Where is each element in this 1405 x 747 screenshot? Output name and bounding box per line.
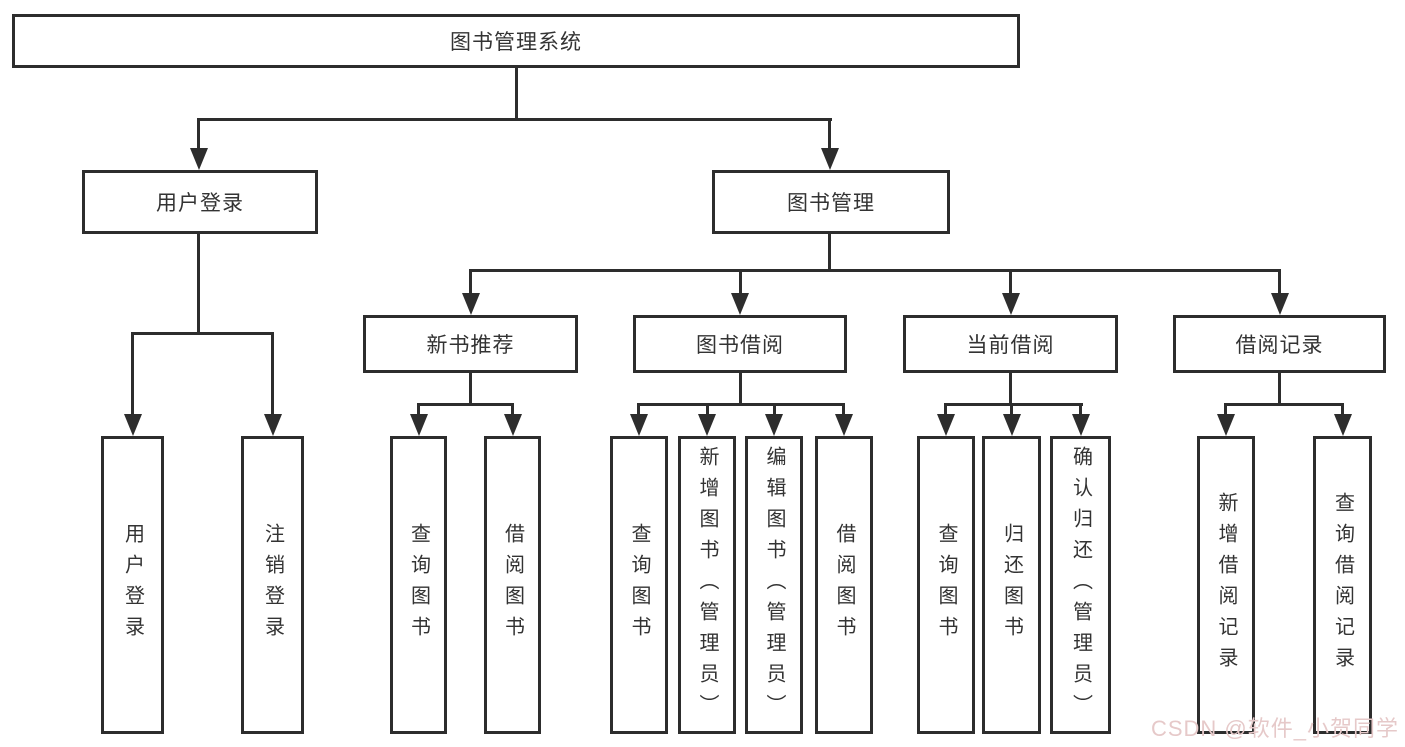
leaf-add-books-admin: 新增图书（管理员） — [678, 436, 736, 734]
leaf-logout: 注销登录 — [241, 436, 304, 734]
node-label: 新书推荐 — [426, 334, 515, 357]
node-label: 查询图书 — [628, 523, 650, 647]
connector-line — [197, 118, 832, 121]
node-label: 用户登录 — [156, 192, 244, 215]
node-label: 归还图书 — [1000, 523, 1023, 647]
connector-line — [469, 269, 1281, 272]
connector-line — [197, 121, 200, 151]
arrowhead-icon — [504, 414, 522, 436]
connector-line — [469, 272, 472, 295]
leaf-return-books: 归还图书 — [982, 436, 1041, 734]
connector-line — [1010, 406, 1013, 416]
arrowhead-icon — [731, 293, 749, 315]
node-label: 借阅图书 — [833, 523, 855, 647]
leaf-edit-books-admin: 编辑图书（管理员） — [745, 436, 803, 734]
node-label: 查询图书 — [407, 523, 430, 647]
leaf-query-books-recommend: 查询图书 — [390, 436, 447, 734]
connector-line — [469, 373, 472, 406]
node-label: 图书借阅 — [696, 334, 784, 357]
connector-line — [828, 121, 831, 151]
node-label: 图书管理 — [787, 192, 875, 215]
node-label: 查询借阅记录 — [1331, 492, 1354, 678]
leaf-query-books-current: 查询图书 — [917, 436, 975, 734]
arrowhead-icon — [1002, 293, 1020, 315]
connector-line — [739, 373, 742, 406]
arrowhead-icon — [1271, 293, 1289, 315]
connector-line — [271, 335, 274, 416]
connector-line — [828, 234, 831, 272]
connector-line — [1009, 373, 1012, 406]
connector-line — [417, 406, 420, 416]
connector-line — [197, 234, 200, 334]
arrowhead-icon — [410, 414, 428, 436]
connector-line — [773, 406, 776, 416]
connector-line — [511, 406, 514, 416]
arrowhead-icon — [1072, 414, 1090, 436]
leaf-borrow-books: 借阅图书 — [815, 436, 873, 734]
connector-line — [706, 406, 709, 416]
arrowhead-icon — [190, 148, 208, 170]
connector-line — [1224, 403, 1344, 406]
node-label: 新增图书（管理员） — [696, 445, 718, 725]
connector-line — [637, 406, 640, 416]
node-label: 图书管理系统 — [450, 31, 582, 54]
node-label: 注销登录 — [261, 523, 284, 647]
connector-line — [1278, 272, 1281, 295]
leaf-add-borrow-record: 新增借阅记录 — [1197, 436, 1255, 734]
node-current-borrowing: 当前借阅 — [903, 315, 1118, 373]
connector-line — [1278, 373, 1281, 406]
connector-line — [637, 403, 845, 406]
connector-line — [131, 335, 134, 416]
node-library-management-system: 图书管理系统 — [12, 14, 1020, 68]
connector-line — [1009, 272, 1012, 295]
node-borrowing-records: 借阅记录 — [1173, 315, 1386, 373]
leaf-confirm-return-admin: 确认归还（管理员） — [1050, 436, 1111, 734]
node-label: 用户登录 — [121, 523, 144, 647]
leaf-query-books-borrowing: 查询图书 — [610, 436, 668, 734]
arrowhead-icon — [835, 414, 853, 436]
connector-line — [1224, 406, 1227, 416]
leaf-user-login: 用户登录 — [101, 436, 164, 734]
arrowhead-icon — [462, 293, 480, 315]
arrowhead-icon — [765, 414, 783, 436]
arrowhead-icon — [630, 414, 648, 436]
connector-line — [739, 272, 742, 295]
arrowhead-icon — [1334, 414, 1352, 436]
node-label: 确认归还（管理员） — [1069, 445, 1092, 725]
arrowhead-icon — [264, 414, 282, 436]
connector-line — [944, 403, 1083, 406]
node-label: 新增借阅记录 — [1215, 492, 1237, 678]
node-new-book-recommendation: 新书推荐 — [363, 315, 578, 373]
watermark: CSDN @软件_小贺同学 — [1150, 716, 1399, 741]
connector-line — [515, 68, 518, 119]
arrowhead-icon — [1217, 414, 1235, 436]
node-label: 借阅图书 — [501, 523, 524, 647]
leaf-borrow-books-recommend: 借阅图书 — [484, 436, 541, 734]
node-label: 借阅记录 — [1235, 334, 1324, 357]
node-label: 当前借阅 — [966, 334, 1055, 357]
arrowhead-icon — [698, 414, 716, 436]
node-book-borrowing: 图书借阅 — [633, 315, 847, 373]
connector-line — [944, 406, 947, 416]
node-user-login: 用户登录 — [82, 170, 318, 234]
arrowhead-icon — [821, 148, 839, 170]
arrowhead-icon — [124, 414, 142, 436]
connector-line — [1079, 406, 1082, 416]
connector-line — [417, 403, 514, 406]
node-label: 编辑图书（管理员） — [763, 445, 785, 725]
connector-line — [842, 406, 845, 416]
arrowhead-icon — [937, 414, 955, 436]
connector-line — [131, 332, 274, 335]
node-book-management: 图书管理 — [712, 170, 950, 234]
node-label: 查询图书 — [935, 523, 957, 647]
connector-line — [1341, 406, 1344, 416]
leaf-query-borrow-record: 查询借阅记录 — [1313, 436, 1372, 734]
arrowhead-icon — [1003, 414, 1021, 436]
